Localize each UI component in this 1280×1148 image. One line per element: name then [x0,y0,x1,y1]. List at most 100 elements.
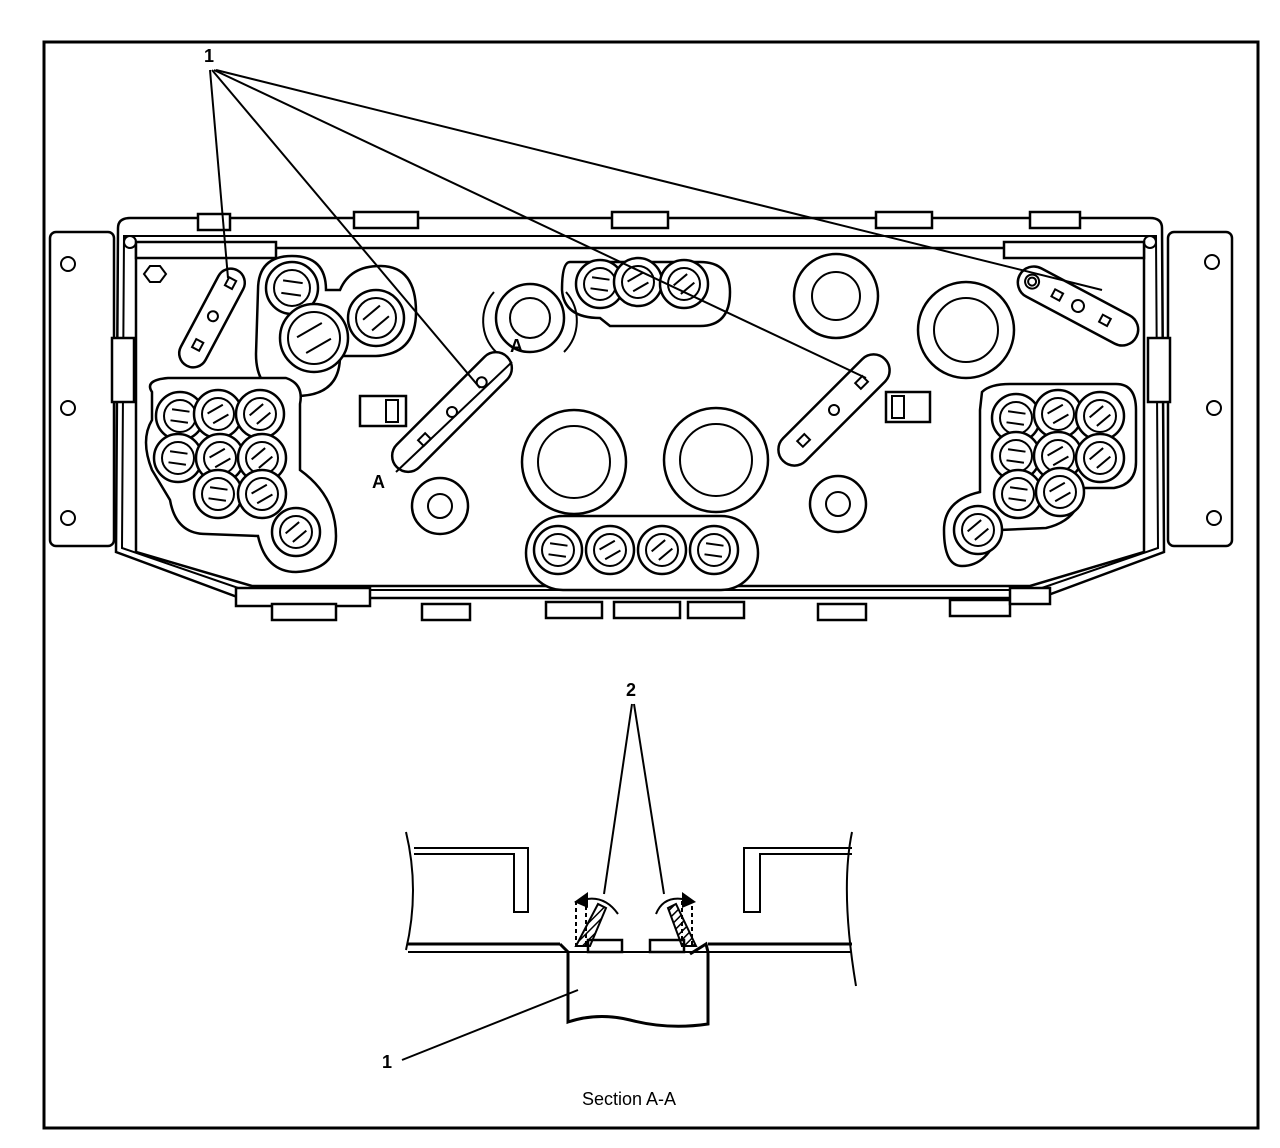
top-left-rib [134,240,278,260]
socket-icon [584,524,636,576]
locator-post [142,265,168,283]
arrow-head-right [682,892,696,908]
connector-pin [891,395,905,419]
side-clip [1146,336,1172,404]
housing-clip [686,600,746,620]
callout-leaders-1 [209,69,1103,389]
socket-icon [658,258,710,310]
socket-icon [346,288,406,348]
callout-leader-1-detail [401,989,579,1061]
gauge-socket-inner [509,297,551,339]
gauge-socket-inner [933,297,999,363]
socket-icon [532,524,584,576]
callout-label-2: 2 [626,680,636,700]
connector-pin [385,399,399,423]
housing-clip [948,598,1012,618]
callout-leaders-2 [603,703,665,895]
arrow-head-left [574,892,588,908]
tab-icon [777,353,891,467]
housing-clip [1028,210,1082,230]
mount-hole [1206,510,1222,526]
bottom-rib [1008,586,1052,606]
socket-icon [234,388,286,440]
mount-hole [60,400,76,416]
tab-pad-left [586,938,624,954]
socket-icon [278,302,350,374]
right-housing-wall [743,847,852,913]
section-caption: Section A-A [582,1089,676,1109]
mount-hole [1204,254,1220,270]
break-line-left [405,831,414,951]
base-post [558,941,710,1028]
socket-icon [1034,466,1086,518]
section-detail [405,831,857,1028]
mount-hole [60,510,76,526]
right-mount-flange [1166,230,1234,548]
gauge-socket-top-right [792,252,880,340]
socket-icon [152,432,204,484]
housing-clip [196,212,232,232]
callout-label-1-detail: 1 [382,1052,392,1072]
tab-icon [1016,265,1140,347]
section-marker-lower: A [372,472,385,492]
housing-clip [612,600,682,620]
callout-label-1-top: 1 [204,46,214,66]
mount-hole [1206,400,1222,416]
housing-clip [544,600,604,620]
released-position-right [681,901,693,947]
socket-arc [482,291,497,353]
socket-icon [192,468,244,520]
corner-hole [123,235,137,249]
gauge-socket-inner [679,423,753,497]
socket-icon [1074,390,1126,442]
mount-hole [60,256,76,272]
tab-pad-right [648,938,686,954]
socket-icon [990,392,1042,444]
left-mount-flange [48,230,116,548]
gauge-socket-inner [537,425,611,499]
socket-icon [952,504,1004,556]
housing-clip [874,210,934,230]
socket-icon [192,388,244,440]
side-clip [110,336,136,404]
socket-icon [1074,432,1126,484]
socket-icon [264,260,320,316]
housing-clip [420,602,472,622]
socket-icon [636,524,688,576]
gauge-socket-right-large [916,280,1016,380]
gauge-socket-inner [811,271,861,321]
housing-clip [816,602,868,622]
socket-icon [1032,388,1084,440]
section-marker-upper: A [510,336,523,356]
socket-icon [990,430,1042,482]
bulb-sockets [152,256,1126,576]
top-right-rib [1002,240,1146,260]
socket-icon [688,524,740,576]
socket-icon [236,468,288,520]
break-line-right [845,831,857,987]
socket-icon [1032,430,1084,482]
retaining-tabs [177,265,1140,474]
screw-boss-hole [427,493,453,519]
retaining-tab-left [574,902,608,947]
left-housing-wall [414,847,529,913]
corner-hole [1143,235,1157,249]
screw-boss-left [410,476,470,536]
socket-icon [612,256,664,308]
socket-icon [236,432,288,484]
screw-boss-hole [825,491,851,517]
housing-clip [270,602,338,622]
screw-boss-right [808,474,868,534]
socket-arc [563,291,578,353]
gauge-socket-center-small [494,282,566,354]
tab-icon [177,267,247,369]
socket-icon [270,506,322,558]
housing-clip [352,210,420,230]
connector-left [358,394,408,428]
socket-icon [194,432,246,484]
released-position-left [575,901,587,947]
tab-icon [390,350,514,474]
figure-frame [42,40,1260,1130]
